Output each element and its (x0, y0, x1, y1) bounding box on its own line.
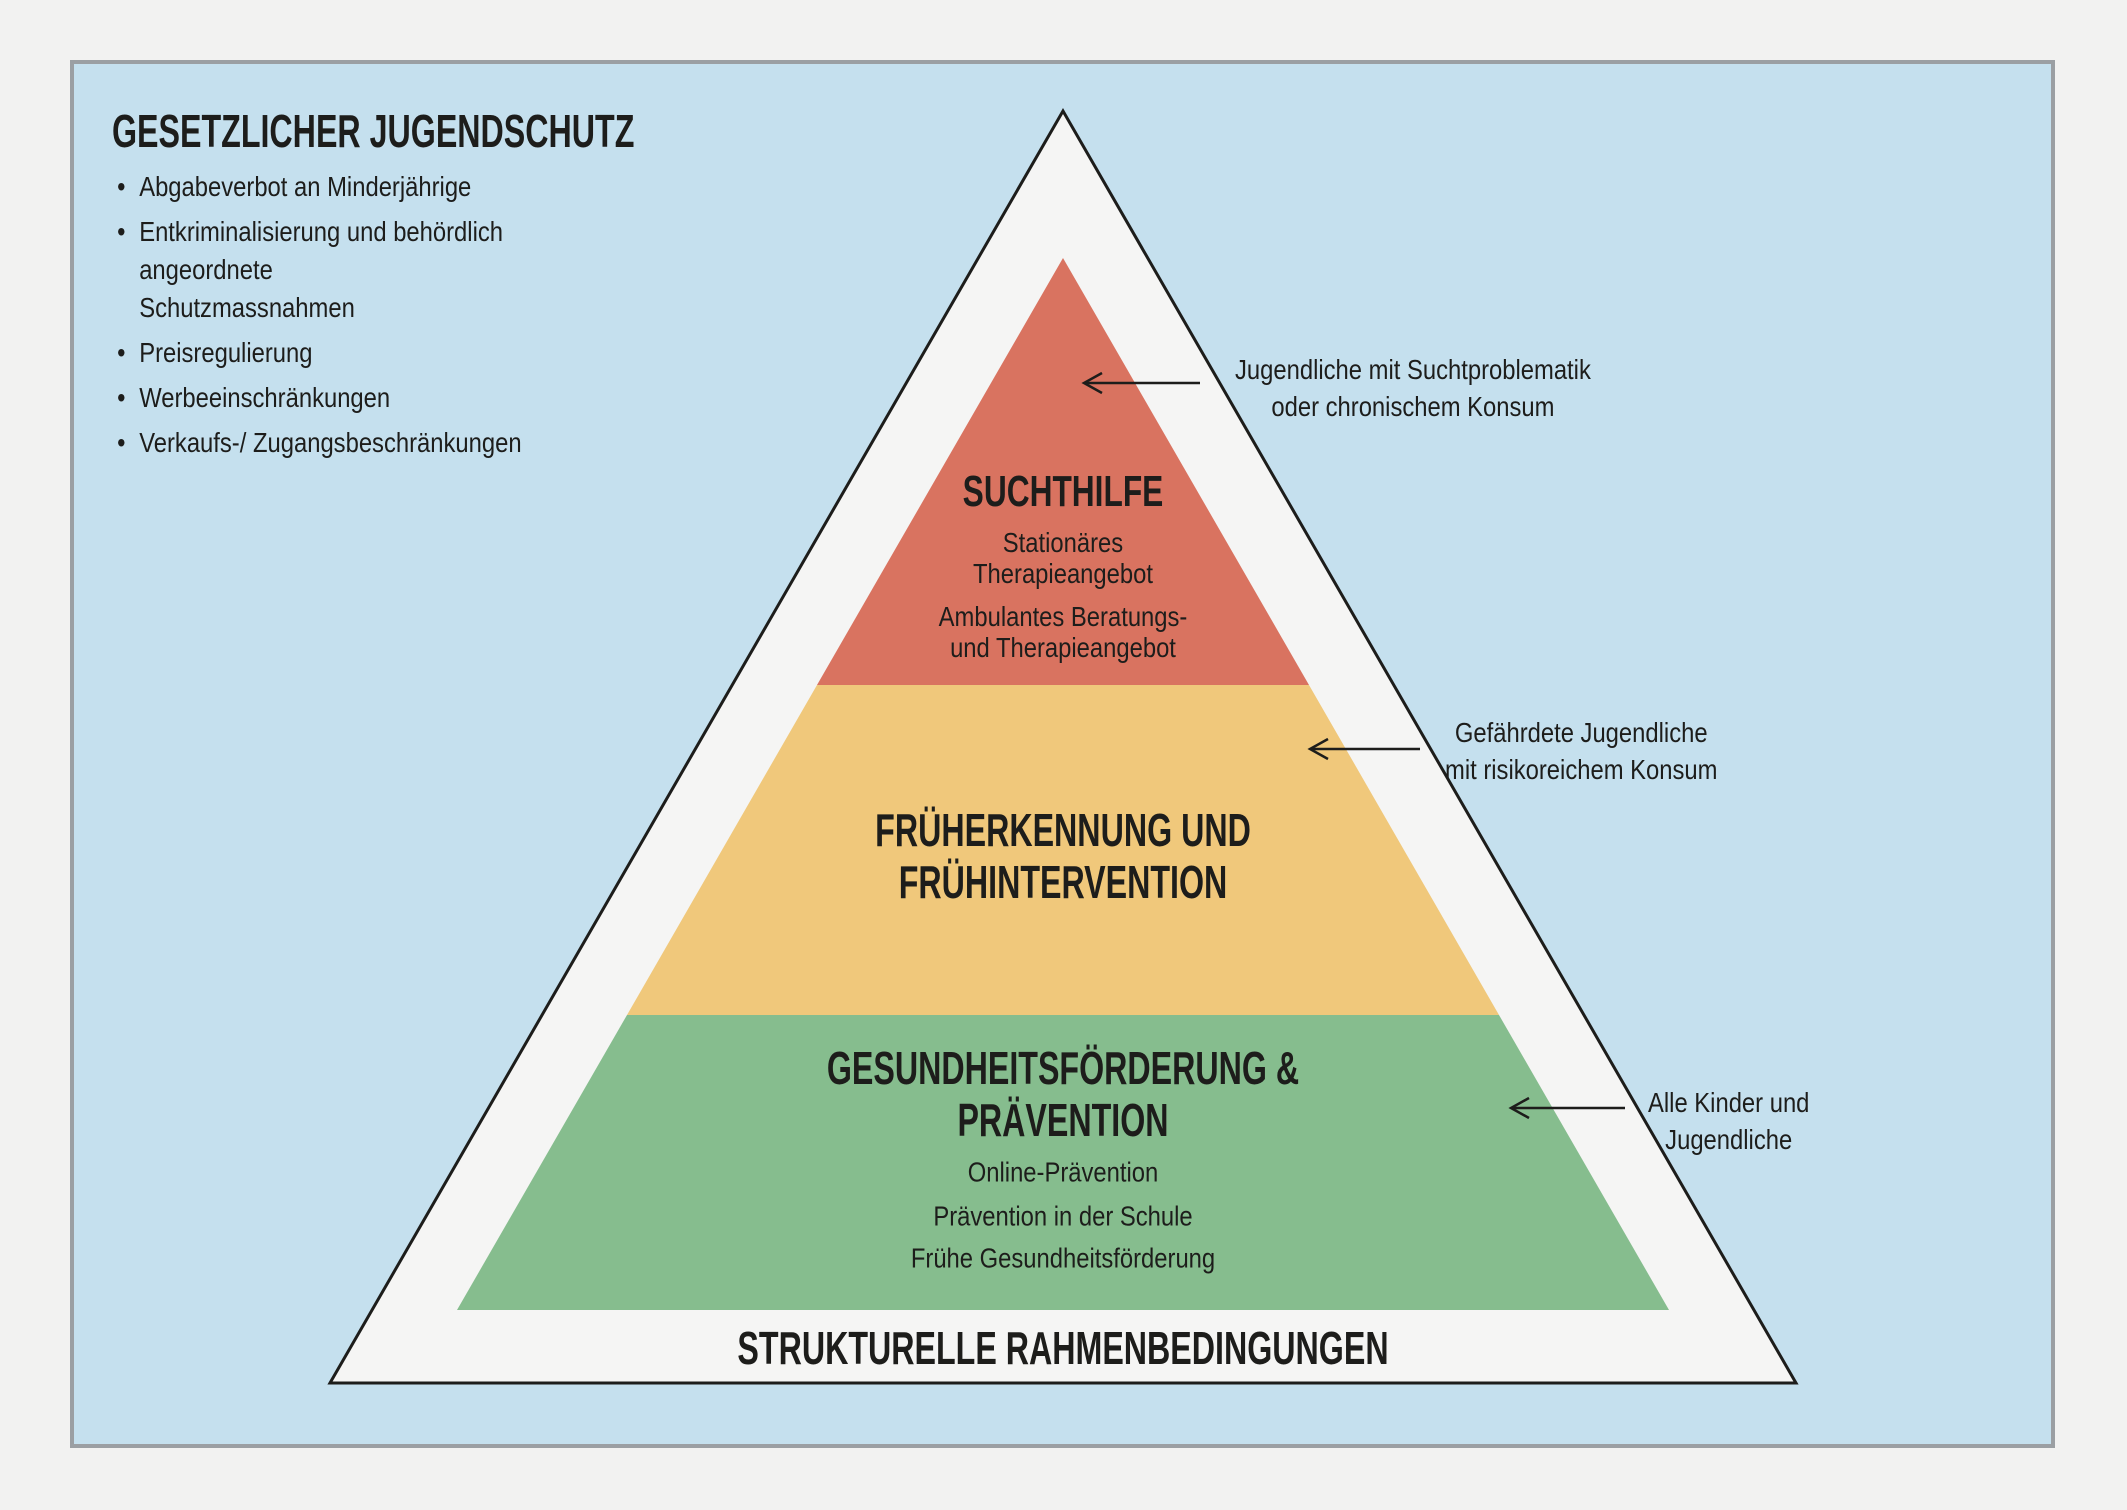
legal-bullet: Abgabeverbot an Minderjährige (112, 168, 639, 206)
legal-bullet: Verkaufs-/ Zugangsbeschränkungen (112, 424, 639, 462)
legal-bullet: Entkriminalisierung und behördlich angeo… (112, 213, 639, 327)
annotation-frueherkennung: Gefährdete Jugendliche mit risikoreichem… (1445, 717, 1718, 785)
pyramid-level-gesundheitsfoerderung (457, 1015, 1669, 1310)
pyramid-level-suchthilfe (817, 258, 1309, 685)
level-title-frueherkennung: FRÜHERKENNUNG UND FRÜHINTERVENTION (875, 804, 1251, 908)
legal-bullet: Werbeeinschränkungen (112, 379, 639, 417)
level-item: Online-Prävention (967, 1156, 1159, 1188)
annotation-suchthilfe: Jugendliche mit Suchtproblematik oder ch… (1235, 354, 1591, 422)
annotation-gesundheitsfoerderung: Alle Kinder und Jugendliche (1648, 1087, 1810, 1155)
arrow-head-icon (1307, 737, 1329, 761)
legal-title: GESETZLICHER JUGENDSCHUTZ (112, 105, 635, 157)
legal-bullet-list: Abgabeverbot an Minderjährige Entkrimina… (112, 168, 639, 469)
level-title-suchthilfe: SUCHTHILFE (962, 467, 1164, 516)
legal-bullet: Preisregulierung (112, 334, 639, 372)
level-item: Prävention in der Schule (933, 1200, 1193, 1232)
annotation-arrows (1081, 371, 1625, 1120)
pyramid-level-frueherkennung (627, 685, 1499, 1015)
pyramid-base-label: STRUKTURELLE RAHMENBEDINGUNGEN (737, 1322, 1389, 1374)
arrow-head-icon (1508, 1096, 1530, 1120)
level-item: Stationäres Therapieangebot (973, 527, 1153, 589)
level-item: Ambulantes Beratungs- und Therapieangebo… (938, 601, 1188, 663)
level-title-gesundheitsfoerderung: GESUNDHEITSFÖRDERUNG & PRÄVENTION (826, 1042, 1300, 1146)
arrow-head-icon (1081, 371, 1103, 395)
level-item: Frühe Gesundheitsförderung (910, 1242, 1216, 1274)
